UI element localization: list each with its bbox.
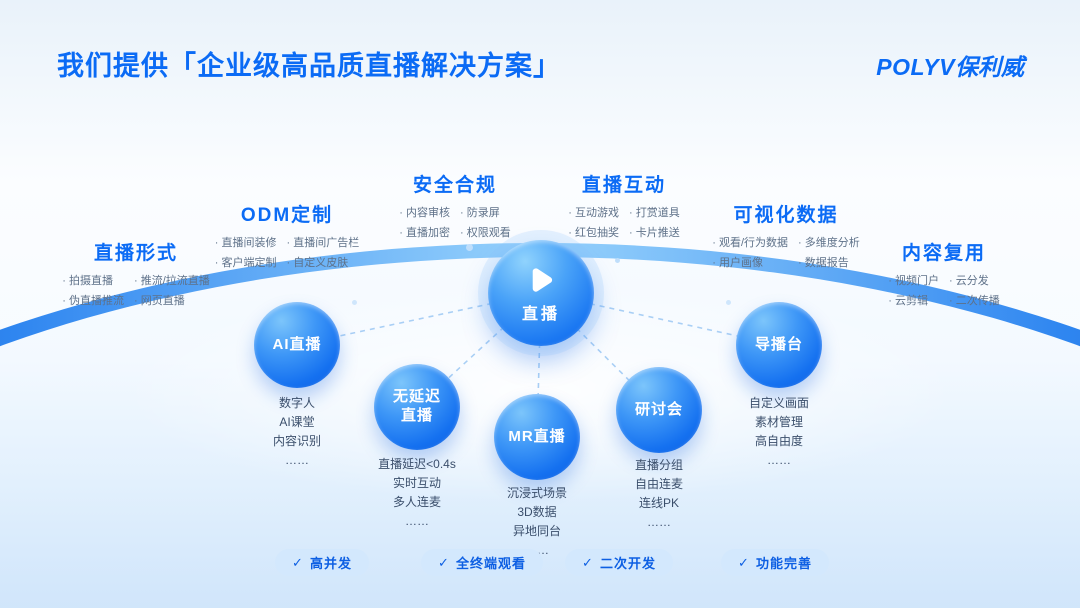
- feature-item: 多人连麦: [392, 494, 442, 509]
- feature-item: 数字人: [278, 396, 316, 410]
- circle-label: 导播台: [754, 335, 803, 353]
- circle-no-delay-live: 无延迟 直播: [374, 364, 460, 450]
- category-title: 直播互动: [581, 175, 666, 196]
- feature-item: 素材管理: [754, 414, 804, 429]
- category-item: 视频门户: [888, 272, 939, 288]
- feature-item: 内容识别: [272, 433, 322, 448]
- circle-seminar: 研讨会: [616, 367, 702, 453]
- circle-label: 无延迟 直播: [392, 388, 441, 424]
- check-icon: ✓: [738, 554, 749, 570]
- circle-ai-live: AI直播: [254, 302, 340, 388]
- check-icon: ✓: [582, 554, 593, 570]
- center-label: 直播: [521, 305, 560, 323]
- feature-item: ……: [766, 452, 791, 467]
- category-title: 安全合规: [412, 175, 497, 196]
- category-items: 直播间装修 直播间广告栏 客户端定制 自定义皮肤: [215, 234, 360, 270]
- category-item: 直播间装修: [215, 234, 277, 250]
- category-item: 红包抽奖: [568, 224, 619, 240]
- circle-director: 导播台: [736, 302, 822, 388]
- feature-item: 3D数据: [517, 504, 557, 519]
- category-item: 云分发: [949, 272, 1000, 288]
- badge-high-concurrency: ✓ 高并发: [275, 549, 369, 576]
- feature-list-no-delay: 直播延迟<0.4s 实时互动 多人连麦 ……: [378, 455, 456, 531]
- category-security: 安全合规 内容审核 防录屏 直播加密 权限观看: [399, 170, 511, 240]
- category-item: 互动游戏: [568, 204, 619, 220]
- category-items: 内容审核 防录屏 直播加密 权限观看: [399, 204, 511, 240]
- feature-item: 自定义画面: [748, 396, 810, 410]
- decor-dot: [352, 300, 357, 305]
- play-icon: [524, 263, 558, 297]
- feature-list-ai-live: 数字人 AI课堂 内容识别 ……: [273, 394, 321, 470]
- circle-label: 研讨会: [634, 400, 683, 418]
- badge-secondary-dev: ✓ 二次开发: [565, 549, 673, 576]
- category-content-reuse: 内容复用 视频门户 云分发 云剪辑 二次传播: [888, 238, 1000, 308]
- logo-text-cn: 保利威: [955, 54, 1024, 80]
- circle-mr-live: MR直播: [494, 394, 580, 480]
- category-item: 云剪辑: [888, 292, 939, 308]
- decor-dot: [466, 244, 473, 251]
- category-item: 自定义皮肤: [287, 254, 360, 270]
- category-live-formats: 直播形式 拍摄直播 推流/拉流直播 伪直播推流 网页直播: [62, 238, 210, 308]
- category-item: 拍摄直播: [62, 272, 124, 288]
- polyv-logo: POLYV保利威: [876, 48, 1024, 82]
- category-interaction: 直播互动 互动游戏 打赏道具 红包抽奖 卡片推送: [568, 170, 680, 240]
- badge-all-terminal: ✓ 全终端观看: [421, 549, 543, 576]
- badge-label: 二次开发: [599, 556, 656, 571]
- feature-item: 自由连麦: [634, 476, 684, 491]
- category-odm: ODM定制 直播间装修 直播间广告栏 客户端定制 自定义皮肤: [215, 200, 360, 270]
- category-item: 推流/拉流直播: [134, 272, 210, 288]
- badge-label: 高并发: [309, 556, 352, 571]
- logo-text-en: POLYV: [876, 54, 955, 80]
- category-item: 观看/行为数据: [712, 234, 788, 250]
- feature-list-seminar: 直播分组 自由连麦 连线PK ……: [635, 456, 683, 532]
- category-item: 数据报告: [798, 254, 860, 270]
- circle-label: MR直播: [508, 427, 566, 445]
- decor-dot: [615, 258, 620, 263]
- feature-item: ……: [404, 513, 429, 528]
- category-title: 可视化数据: [733, 205, 839, 226]
- category-item: 二次传播: [949, 292, 1000, 308]
- feature-item: 异地同台: [512, 523, 562, 538]
- center-live-circle: 直播: [488, 240, 594, 346]
- feature-item: AI课堂: [279, 414, 315, 429]
- badge-complete-features: ✓ 功能完善: [721, 549, 829, 576]
- category-item: 打赏道具: [629, 204, 680, 220]
- category-item: 权限观看: [460, 224, 511, 240]
- category-item: 用户画像: [712, 254, 788, 270]
- category-items: 视频门户 云分发 云剪辑 二次传播: [888, 272, 1000, 308]
- category-item: 直播间广告栏: [287, 234, 359, 250]
- category-visual-data: 可视化数据 观看/行为数据 多维度分析 用户画像 数据报告: [712, 200, 860, 270]
- category-item: 直播加密: [399, 224, 450, 240]
- feature-item: 直播延迟<0.4s: [378, 457, 456, 471]
- category-title: ODM定制: [240, 205, 334, 226]
- feature-item: 实时互动: [392, 475, 442, 490]
- badge-label: 全终端观看: [455, 556, 526, 571]
- feature-item: 连线PK: [638, 495, 680, 510]
- category-item: 网页直播: [134, 292, 210, 308]
- page-title: 我们提供「企业级高品质直播解决方案」: [57, 51, 561, 81]
- feature-item: 高自由度: [754, 433, 804, 448]
- category-title: 直播形式: [93, 243, 178, 264]
- feature-list-mr-live: 沉浸式场景 3D数据 异地同台 ……: [507, 484, 567, 560]
- feature-list-director: 自定义画面 素材管理 高自由度 ……: [749, 394, 809, 470]
- feature-item: 沉浸式场景: [506, 486, 568, 500]
- category-item: 伪直播推流: [62, 292, 124, 308]
- badge-label: 功能完善: [755, 556, 812, 571]
- category-title: 内容复用: [901, 243, 986, 264]
- category-item: 内容审核: [399, 204, 450, 220]
- category-item: 客户端定制: [215, 254, 277, 270]
- check-icon: ✓: [438, 554, 449, 570]
- circle-label: AI直播: [272, 335, 322, 353]
- feature-item: ……: [646, 514, 671, 529]
- decor-dot: [726, 300, 731, 305]
- feature-item: 直播分组: [634, 458, 684, 472]
- category-items: 拍摄直播 推流/拉流直播 伪直播推流 网页直播: [62, 272, 210, 308]
- check-icon: ✓: [292, 554, 303, 570]
- category-item: 卡片推送: [629, 224, 680, 240]
- category-item: 防录屏: [460, 204, 511, 220]
- feature-item: ……: [284, 452, 309, 467]
- category-item: 多维度分析: [798, 234, 860, 250]
- category-items: 观看/行为数据 多维度分析 用户画像 数据报告: [712, 234, 860, 270]
- category-items: 互动游戏 打赏道具 红包抽奖 卡片推送: [568, 204, 680, 240]
